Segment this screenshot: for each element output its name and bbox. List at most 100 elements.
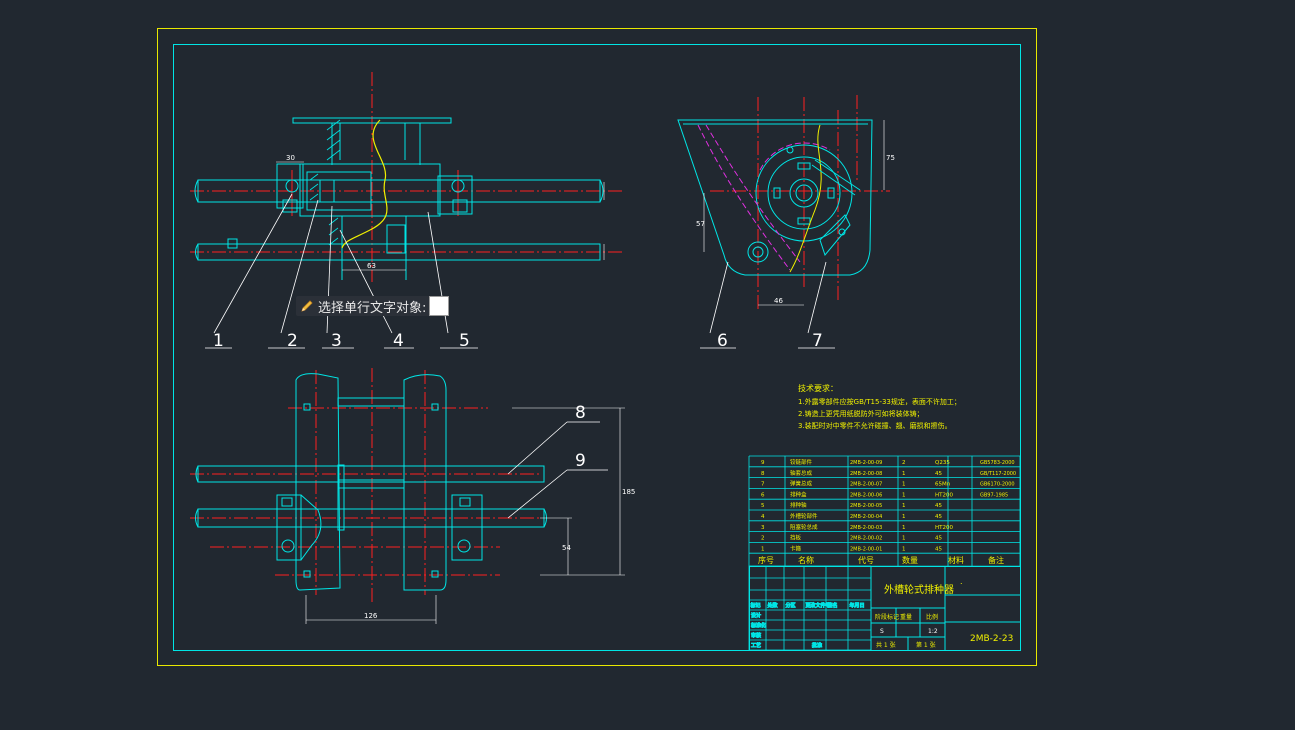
stage-mark: S xyxy=(880,628,884,635)
bom-cell-remark: GB97-1985 xyxy=(980,492,1008,498)
bom-cell-material: 45 xyxy=(935,503,942,509)
bom-cell-name: 卡箍 xyxy=(790,544,802,552)
command-prompt[interactable]: 选择单行文字对象: xyxy=(296,296,450,316)
bom-cell-name: 阻塞轮总成 xyxy=(790,523,818,531)
bom-cell-no: 6 xyxy=(761,492,765,498)
balloon-9: 9 xyxy=(575,451,586,471)
bom-cell-qty: 1 xyxy=(902,514,906,520)
dim-57: 57 xyxy=(696,220,705,228)
sheet-border xyxy=(157,28,1037,666)
bom-cell-qty: 1 xyxy=(902,492,906,498)
tech-requirements: 技术要求： 1.外露零部件应按GB/T15-33规定，表面不许加工； 2.铸造上… xyxy=(798,383,961,430)
bom-cell-qty: 1 xyxy=(902,482,906,488)
drawing-frame xyxy=(173,44,1021,651)
role-label: 标准化 xyxy=(751,622,766,629)
bom-cell-qty: 2 xyxy=(902,460,906,466)
balloon-6: 6 xyxy=(717,331,728,351)
bom-cell-no: 5 xyxy=(761,503,765,509)
bom-cell-no: 9 xyxy=(761,460,765,466)
bom-cell-no: 7 xyxy=(761,482,765,488)
bom-cell-material: HT200 xyxy=(935,525,953,531)
bom-cell-code: 2MB-2-00-05 xyxy=(850,503,882,509)
balloon-2: 2 xyxy=(287,331,298,351)
bom-header-no: 序号 xyxy=(758,555,774,565)
bom-cell-name: 弹簧总成 xyxy=(790,480,813,488)
bom-cell-name: 轴套总成 xyxy=(790,469,813,477)
balloon-3: 3 xyxy=(331,331,342,351)
dim-30: 30 xyxy=(286,154,295,162)
drawing-title: 外槽轮式排种器 xyxy=(884,583,954,596)
stage-label-2: 比例 xyxy=(926,613,938,621)
pencil-icon xyxy=(301,300,313,312)
bom-header-remark: 备注 xyxy=(988,555,1004,565)
dim-54: 54 xyxy=(562,544,571,552)
tech-line-3: 3.装配时对中零件不允许碰撞、翘、磨损和擦伤。 xyxy=(798,421,952,430)
rev-label: 签名 xyxy=(828,602,838,609)
command-input-box[interactable] xyxy=(429,296,450,316)
sheets-current: 第 1 张 xyxy=(916,641,936,649)
bom-cell-name: 外槽轮部件 xyxy=(790,512,818,520)
stage-label-0: 阶段标记 xyxy=(875,613,899,621)
role-label: 审核 xyxy=(751,632,761,639)
title-dot: . xyxy=(960,577,963,586)
bom-cell-code: 2MB-2-00-01 xyxy=(850,546,882,552)
bom-cell-no: 8 xyxy=(761,471,765,477)
tech-title: 技术要求： xyxy=(798,383,838,393)
bom-cell-no: 3 xyxy=(761,525,765,531)
balloon-1: 1 xyxy=(213,331,224,351)
bom-cell-code: 2MB-2-00-08 xyxy=(850,471,882,477)
bom-cell-name: 挡板 xyxy=(790,534,802,542)
bom-cell-material: HT200 xyxy=(935,492,953,498)
title-block: 标记处数分区更改文件号签名年月日设计标准化审核工艺批准 外槽轮式排种器 . 2M… xyxy=(748,565,1021,651)
bom-header-qty: 数量 xyxy=(902,555,918,565)
bom-cell-material: 45 xyxy=(935,546,942,552)
role-label: 工艺 xyxy=(751,643,761,649)
rev-label: 分区 xyxy=(786,602,796,609)
bom-cell-code: 2MB-2-00-03 xyxy=(850,525,882,531)
balloon-7: 7 xyxy=(812,331,823,351)
scale-value: 1:2 xyxy=(928,628,938,635)
tech-line-2: 2.铸造上更凭用纸脱防外可如将装体铸； xyxy=(798,409,924,418)
bom-text: 9 铰链部件 2MB-2-00-09 2 Q235 GB5783-2000 8 轴套总成 2MB… xyxy=(758,458,1016,565)
bom-cell-remark: GB6170-2000 xyxy=(980,482,1015,488)
bom-cell-material: 45 xyxy=(935,471,942,477)
bom-cell-code: 2MB-2-00-06 xyxy=(850,492,882,498)
bom-cell-qty: 1 xyxy=(902,471,906,477)
bom-cell-name: 铰链部件 xyxy=(790,458,813,466)
dim-126: 126 xyxy=(364,612,378,620)
bom-cell-code: 2MB-2-00-04 xyxy=(850,514,882,520)
dim-63: 63 xyxy=(367,262,376,270)
role-label: 设计 xyxy=(751,612,761,619)
bom-header-material: 材料 xyxy=(948,555,964,565)
dim-46: 46 xyxy=(774,297,783,305)
rev-label: 处数 xyxy=(768,602,778,609)
bom-cell-qty: 1 xyxy=(902,525,906,531)
rev-label: 标记 xyxy=(751,602,761,609)
rev-label: 年月日 xyxy=(850,602,865,609)
bom-cell-material: 65Mn xyxy=(935,482,951,488)
approve-label: 批准 xyxy=(812,642,822,649)
bom-cell-qty: 1 xyxy=(902,503,906,509)
top-view: 185 54 126 xyxy=(190,368,635,624)
side-view: 75 57 46 xyxy=(677,95,895,349)
bom-cell-name: 排种轴 xyxy=(790,501,807,509)
bom-cell-code: 2MB-2-00-02 xyxy=(850,536,882,542)
bom-cell-code: 2MB-2-00-09 xyxy=(850,460,882,466)
drawing-number: 2MB-2-23 xyxy=(970,634,1013,644)
stage-label-1: 重量 xyxy=(900,613,912,621)
bom-cell-material: Q235 xyxy=(935,460,950,466)
balloon-5: 5 xyxy=(459,331,470,351)
balloon-8: 8 xyxy=(575,403,586,423)
bom-cell-name: 排种盒 xyxy=(790,490,807,498)
bom-cell-remark: GB5783-2000 xyxy=(980,460,1015,466)
dim-185: 185 xyxy=(622,488,635,496)
bom-cell-qty: 1 xyxy=(902,546,906,552)
dim-75: 75 xyxy=(886,154,895,162)
bom-cell-remark: GB/T117-2000 xyxy=(980,471,1016,477)
sheets-total: 共 1 张 xyxy=(876,641,896,649)
bom-cell-material: 45 xyxy=(935,536,942,542)
command-prompt-text: 选择单行文字对象: xyxy=(318,300,427,316)
bom-cell-no: 2 xyxy=(761,536,765,542)
bom-header-name: 名称 xyxy=(798,555,814,565)
